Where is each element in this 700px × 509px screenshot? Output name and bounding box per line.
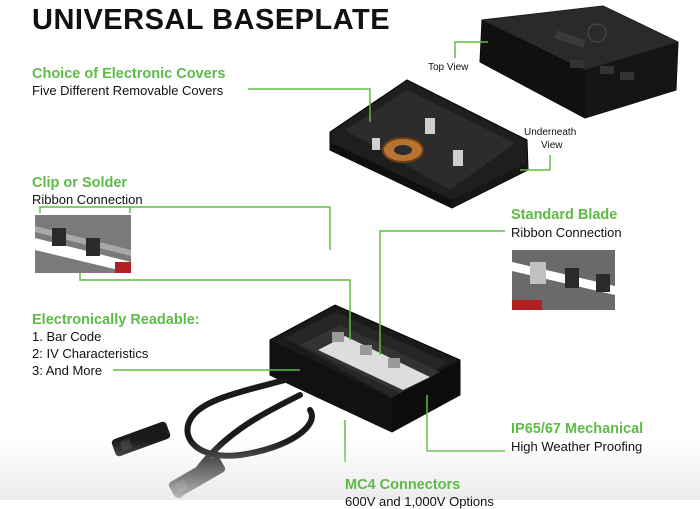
covers-sub: Five Different Removable Covers <box>32 83 224 98</box>
clip-sub: Ribbon Connection <box>32 192 143 207</box>
underneath-view-label-line1: Underneath <box>524 127 577 138</box>
clip-leader-line <box>39 206 131 213</box>
clip-inner-line <box>79 273 351 340</box>
covers-leader-line <box>248 88 371 122</box>
covers-heading: Choice of Electronic Covers <box>32 66 226 82</box>
readable-item-1: 1. Bar Code <box>32 329 102 344</box>
mc4-sub: 600V and 1,000V Options <box>345 494 494 509</box>
readable-heading: Electronically Readable: <box>32 312 200 328</box>
underneath-view-label-line2: View <box>541 140 563 151</box>
top-view-cover <box>479 5 679 119</box>
junction-box-main <box>269 304 461 433</box>
top-view-label: Top View <box>428 62 469 73</box>
clip-drop-line <box>130 206 331 250</box>
bottom-fade <box>0 440 700 500</box>
blade-heading: Standard Blade <box>511 207 618 223</box>
blade-inset-image <box>512 250 615 310</box>
top-view-leader-line <box>454 41 488 58</box>
clip-inset-image <box>35 215 131 273</box>
underneath-leader-line <box>520 155 551 171</box>
readable-item-3: 3: And More <box>32 363 103 378</box>
page-title: UNIVERSAL BASEPLATE <box>32 4 391 36</box>
clip-heading: Clip or Solder <box>32 175 128 191</box>
blade-leader-line <box>379 230 505 355</box>
ip-sub: High Weather Proofing <box>511 439 643 454</box>
blade-sub: Ribbon Connection <box>511 225 622 240</box>
readable-item-2: 2: IV Characteristics <box>32 346 149 361</box>
underneath-view-box <box>329 79 529 209</box>
mc4-heading: MC4 Connectors <box>345 477 461 493</box>
ip-heading: IP65/67 Mechanical <box>511 421 644 437</box>
